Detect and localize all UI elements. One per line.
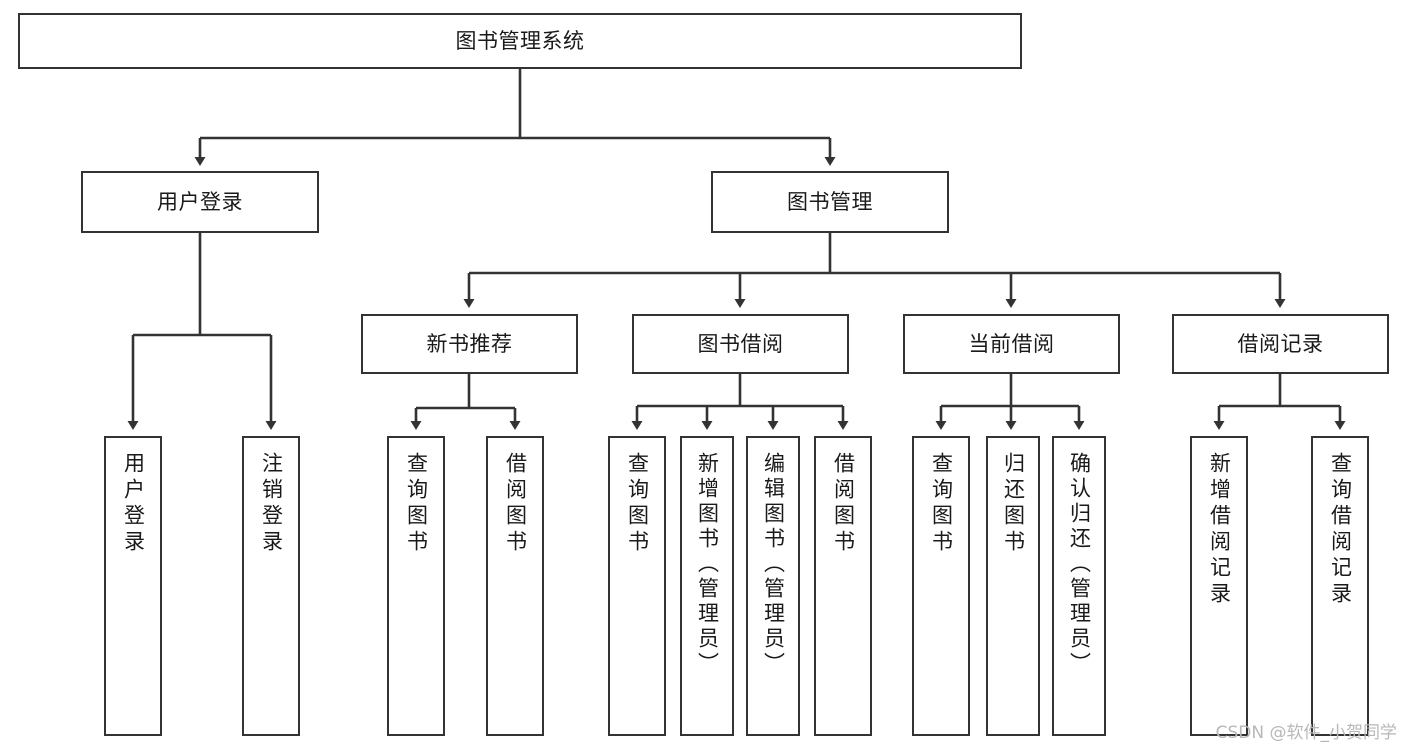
node-borrow-record[interactable]: 借阅记录 — [1172, 314, 1389, 374]
node-borrow-record-label: 借阅记录 — [1237, 331, 1324, 356]
node-book-borrow-label: 图书借阅 — [697, 331, 784, 356]
node-root[interactable]: 图书管理系统 — [18, 13, 1022, 69]
node-leaf-borrow-book-2-label: 借阅图书 — [831, 452, 856, 556]
node-leaf-query-book-3-label: 查询图书 — [929, 452, 954, 556]
node-leaf-add-record[interactable]: 新增借阅记录 — [1190, 436, 1248, 736]
node-leaf-query-record[interactable]: 查询借阅记录 — [1311, 436, 1369, 736]
node-leaf-query-book-1-label: 查询图书 — [404, 452, 429, 556]
node-leaf-confirm-return[interactable]: 确认归还（管理员） — [1052, 436, 1106, 736]
csdn-watermark: CSDN @软件_小贺同学 — [1215, 723, 1397, 743]
node-leaf-user-login[interactable]: 用户登录 — [104, 436, 162, 736]
node-leaf-user-login-label: 用户登录 — [121, 452, 146, 556]
node-leaf-confirm-return-label: 确认归还（管理员） — [1067, 452, 1092, 677]
node-current-borrow[interactable]: 当前借阅 — [903, 314, 1120, 374]
node-leaf-add-book-label: 新增图书（管理员） — [695, 452, 720, 677]
node-leaf-edit-book-label: 编辑图书（管理员） — [761, 452, 786, 677]
node-leaf-borrow-book-2[interactable]: 借阅图书 — [814, 436, 872, 736]
node-user-login-label: 用户登录 — [157, 189, 243, 214]
node-user-login[interactable]: 用户登录 — [81, 171, 319, 233]
node-leaf-logout-label: 注销登录 — [259, 452, 284, 556]
node-book-manage-label: 图书管理 — [787, 189, 873, 214]
node-new-book-rec-label: 新书推荐 — [426, 331, 513, 356]
node-leaf-edit-book[interactable]: 编辑图书（管理员） — [746, 436, 800, 736]
node-leaf-query-book-2[interactable]: 查询图书 — [608, 436, 666, 736]
node-new-book-rec[interactable]: 新书推荐 — [361, 314, 578, 374]
node-leaf-query-record-label: 查询借阅记录 — [1328, 452, 1353, 608]
node-leaf-borrow-book-1[interactable]: 借阅图书 — [486, 436, 544, 736]
node-leaf-borrow-book-1-label: 借阅图书 — [503, 452, 528, 556]
node-leaf-add-record-label: 新增借阅记录 — [1207, 452, 1232, 608]
node-current-borrow-label: 当前借阅 — [968, 331, 1055, 356]
node-leaf-query-book-2-label: 查询图书 — [625, 452, 650, 556]
node-book-borrow[interactable]: 图书借阅 — [632, 314, 849, 374]
node-leaf-return-book-label: 归还图书 — [1001, 452, 1026, 556]
node-leaf-return-book[interactable]: 归还图书 — [986, 436, 1040, 736]
node-leaf-add-book[interactable]: 新增图书（管理员） — [680, 436, 734, 736]
node-book-manage[interactable]: 图书管理 — [711, 171, 949, 233]
node-leaf-logout[interactable]: 注销登录 — [242, 436, 300, 736]
node-leaf-query-book-3[interactable]: 查询图书 — [912, 436, 970, 736]
node-root-label: 图书管理系统 — [455, 28, 585, 53]
node-leaf-query-book-1[interactable]: 查询图书 — [387, 436, 445, 736]
